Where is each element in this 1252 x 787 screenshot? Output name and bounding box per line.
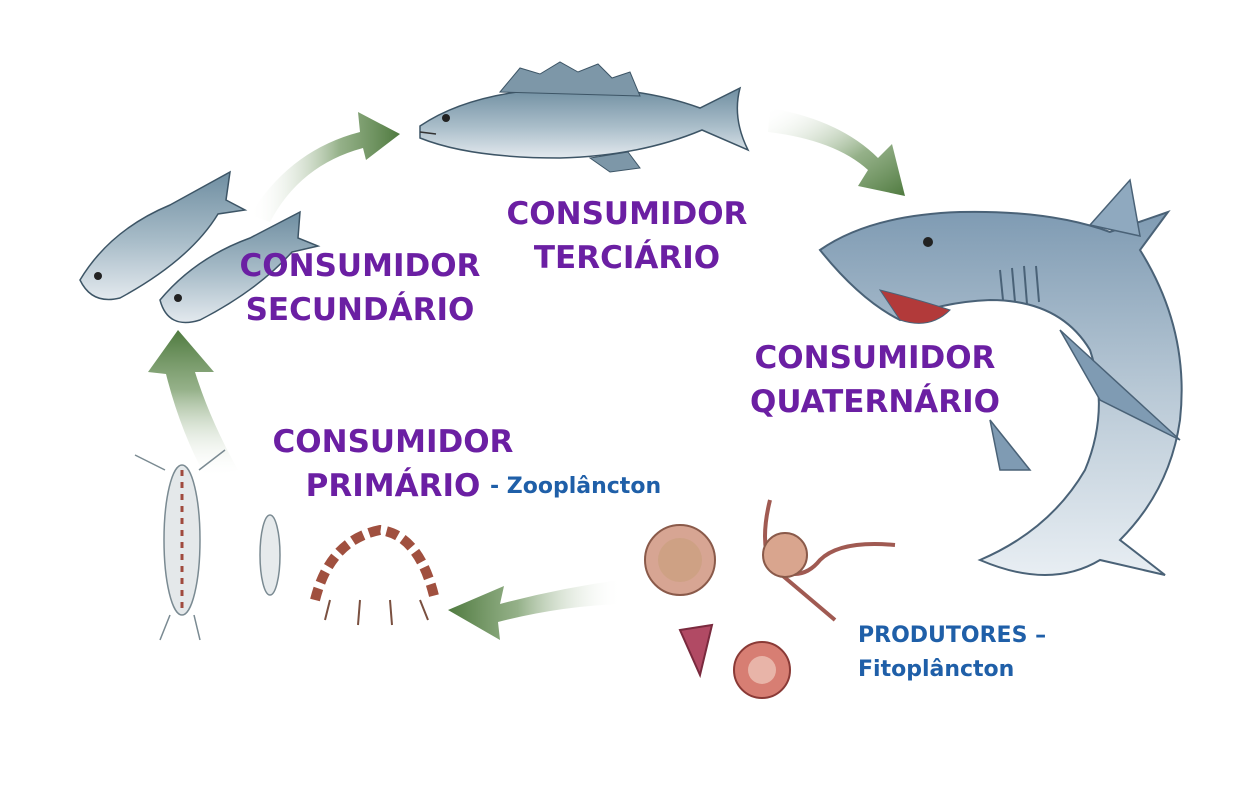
zooplancton-text: - Zooplâncton bbox=[490, 474, 662, 499]
terciario-line1: CONSUMIDOR bbox=[506, 196, 748, 232]
quaternario-line2: QUATERNÁRIO bbox=[749, 384, 1001, 420]
terciario-line2: TERCIÁRIO bbox=[533, 240, 721, 276]
label-consumidor-primario: CONSUMIDOR PRIMÁRIO bbox=[258, 420, 528, 508]
primario-line2: PRIMÁRIO bbox=[305, 468, 481, 504]
secundario-line2: SECUNDÁRIO bbox=[245, 292, 475, 328]
tertiary-fish-illustration bbox=[419, 61, 750, 173]
arrow-secondary-to-tertiary bbox=[250, 112, 400, 222]
label-zooplancton: - Zooplâncton bbox=[490, 470, 661, 504]
primario-line1: CONSUMIDOR bbox=[272, 424, 514, 460]
quaternario-line1: CONSUMIDOR bbox=[754, 340, 996, 376]
secondary-fish-illustration bbox=[79, 170, 321, 324]
arrow-primary-to-secondary bbox=[148, 330, 238, 478]
phytoplankton-illustration bbox=[644, 499, 896, 699]
arrow-producers-to-primary bbox=[448, 580, 622, 640]
label-consumidor-quaternario: CONSUMIDOR QUATERNÁRIO bbox=[740, 336, 1010, 424]
shark-illustration bbox=[818, 178, 1183, 576]
arrow-tertiary-to-quaternary bbox=[768, 108, 905, 196]
label-consumidor-terciario: CONSUMIDOR TERCIÁRIO bbox=[492, 192, 762, 280]
label-produtores: PRODUTORES – Fitoplâncton bbox=[858, 619, 1046, 687]
secundario-line1: CONSUMIDOR bbox=[239, 248, 481, 284]
produtores-line1: PRODUTORES – bbox=[858, 623, 1047, 648]
zooplankton-illustration bbox=[134, 449, 440, 641]
label-consumidor-secundario: CONSUMIDOR SECUNDÁRIO bbox=[230, 244, 490, 332]
produtores-line2: Fitoplâncton bbox=[858, 657, 1015, 682]
